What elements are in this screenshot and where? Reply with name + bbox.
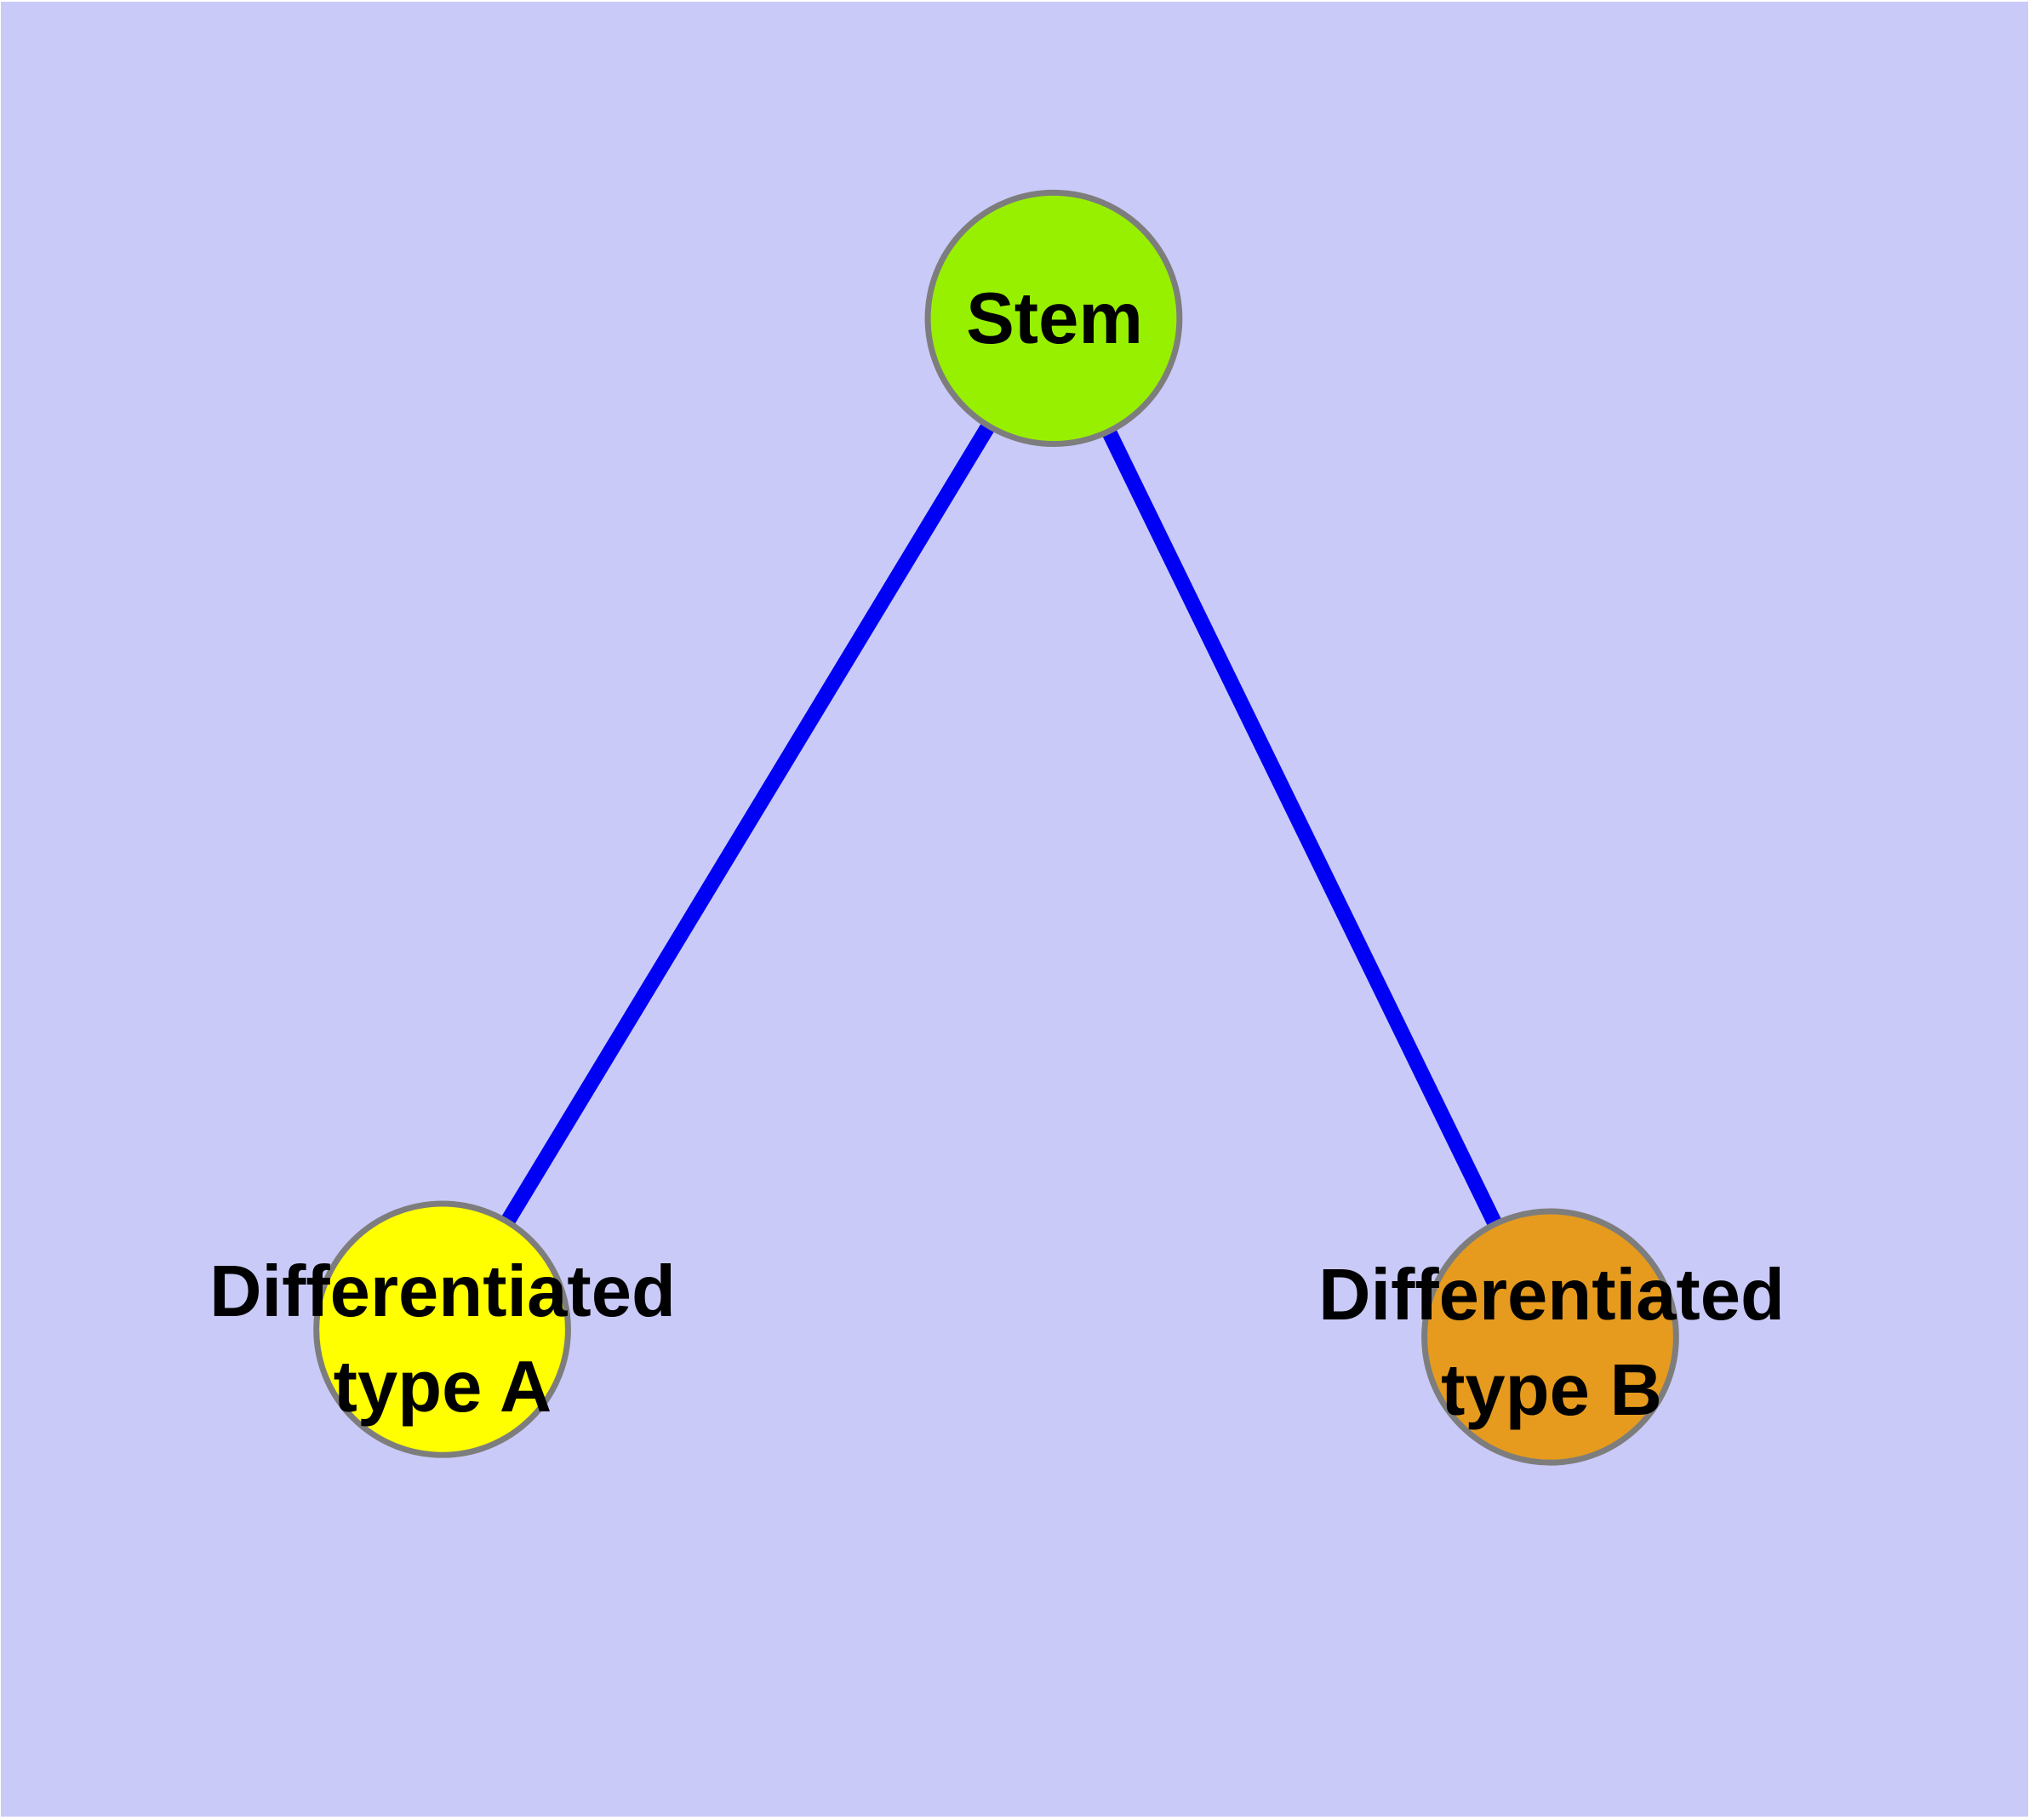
node-typeB-label: Differentiated type B: [1318, 1248, 1785, 1439]
node-typeB-label-line1: Differentiated: [1318, 1255, 1785, 1336]
node-stem-label-text: Stem: [966, 278, 1143, 359]
node-typeA-label: Differentiated type A: [209, 1245, 676, 1435]
edge-stem-to-typeB: [1046, 315, 1557, 1341]
node-stem-circle: [924, 189, 1183, 448]
node-typeB-circle: [1421, 1208, 1679, 1466]
node-typeB-label-line2: type B: [1441, 1350, 1662, 1431]
node-typeA-label-line2: type A: [333, 1347, 552, 1428]
node-typeA-label-line1: Differentiated: [209, 1251, 676, 1332]
node-typeA-circle: [313, 1200, 571, 1458]
edge-stem-to-typeA: [435, 314, 1060, 1334]
node-stem-label: Stem: [966, 272, 1143, 367]
